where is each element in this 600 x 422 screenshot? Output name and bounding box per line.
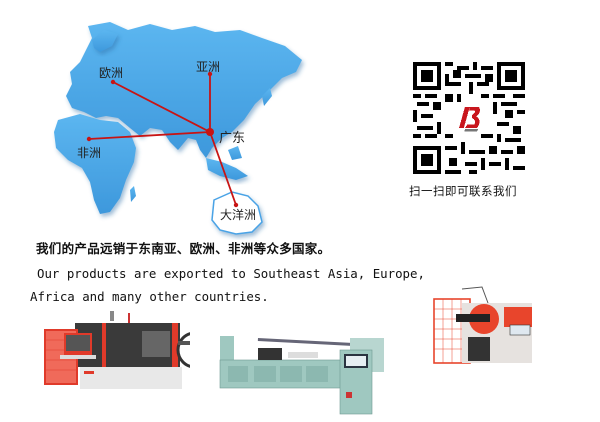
machine-image-green-bending — [218, 330, 388, 418]
description-chinese: 我们的产品远销于东南亚、欧洲、非洲等众多国家。 — [36, 241, 331, 256]
machine-image-3d-spring — [432, 285, 552, 365]
description-english-line2: Africa and many other countries. — [30, 289, 269, 304]
machine-image-red-cnc — [40, 305, 214, 390]
label-asia: 亚洲 — [196, 60, 221, 74]
route-lines — [88, 74, 237, 206]
qr-code-graphic — [413, 62, 525, 174]
guangdong-origin-dot — [206, 128, 214, 136]
world-map-graphic — [54, 22, 302, 235]
label-africa: 非洲 — [77, 146, 102, 160]
label-europe: 欧洲 — [99, 66, 124, 80]
label-guangdong: 广东 — [219, 131, 246, 146]
qr-caption: 扫一扫即可联系我们 — [409, 184, 517, 198]
label-oceania: 大洋洲 — [220, 208, 257, 222]
description-english-line1: Our products are exported to Southeast A… — [37, 266, 425, 281]
export-map: 欧洲 亚洲 非洲 广东 大洋洲 — [0, 0, 320, 240]
qr-code[interactable] — [413, 62, 525, 174]
